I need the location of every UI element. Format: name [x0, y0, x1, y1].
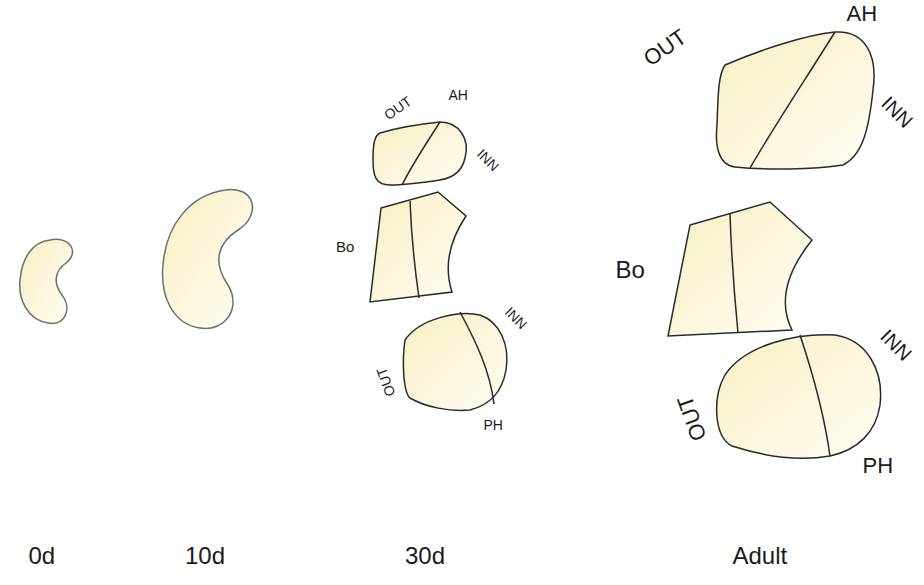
part-label: Bo [616, 258, 645, 282]
stage-label: 30d [405, 544, 445, 568]
divider-line [750, 32, 835, 168]
part-bo-adult [668, 202, 812, 336]
part-bo-30d [370, 192, 466, 302]
kidney-10d [163, 189, 253, 328]
part-label: AH [847, 3, 878, 25]
kidney-0d [20, 239, 73, 323]
part-label: OUT [674, 392, 711, 443]
stage-label: 10d [185, 544, 225, 568]
part-label: INN [878, 93, 917, 132]
part-label: INN [475, 147, 502, 174]
divider-line [800, 335, 830, 456]
part-ah-30d [373, 122, 466, 185]
part-ph-adult [717, 335, 881, 458]
divider-line [730, 214, 738, 333]
divider-line [402, 122, 440, 185]
divider-line [410, 201, 419, 298]
part-label: INN [503, 305, 530, 332]
part-label: OUT [374, 366, 397, 399]
stage-label: Adult [733, 544, 788, 568]
part-label: PH [863, 455, 894, 477]
part-label: OUT [382, 94, 414, 122]
part-ah-adult [716, 32, 874, 169]
part-label: AH [449, 88, 468, 102]
stage-label: 0d [29, 544, 56, 568]
part-label: OUT [640, 26, 691, 71]
part-label: INN [877, 326, 916, 365]
part-label: Bo [336, 239, 354, 254]
part-ph-30d [403, 314, 506, 411]
part-label: PH [484, 418, 503, 432]
divider-line [460, 312, 494, 404]
